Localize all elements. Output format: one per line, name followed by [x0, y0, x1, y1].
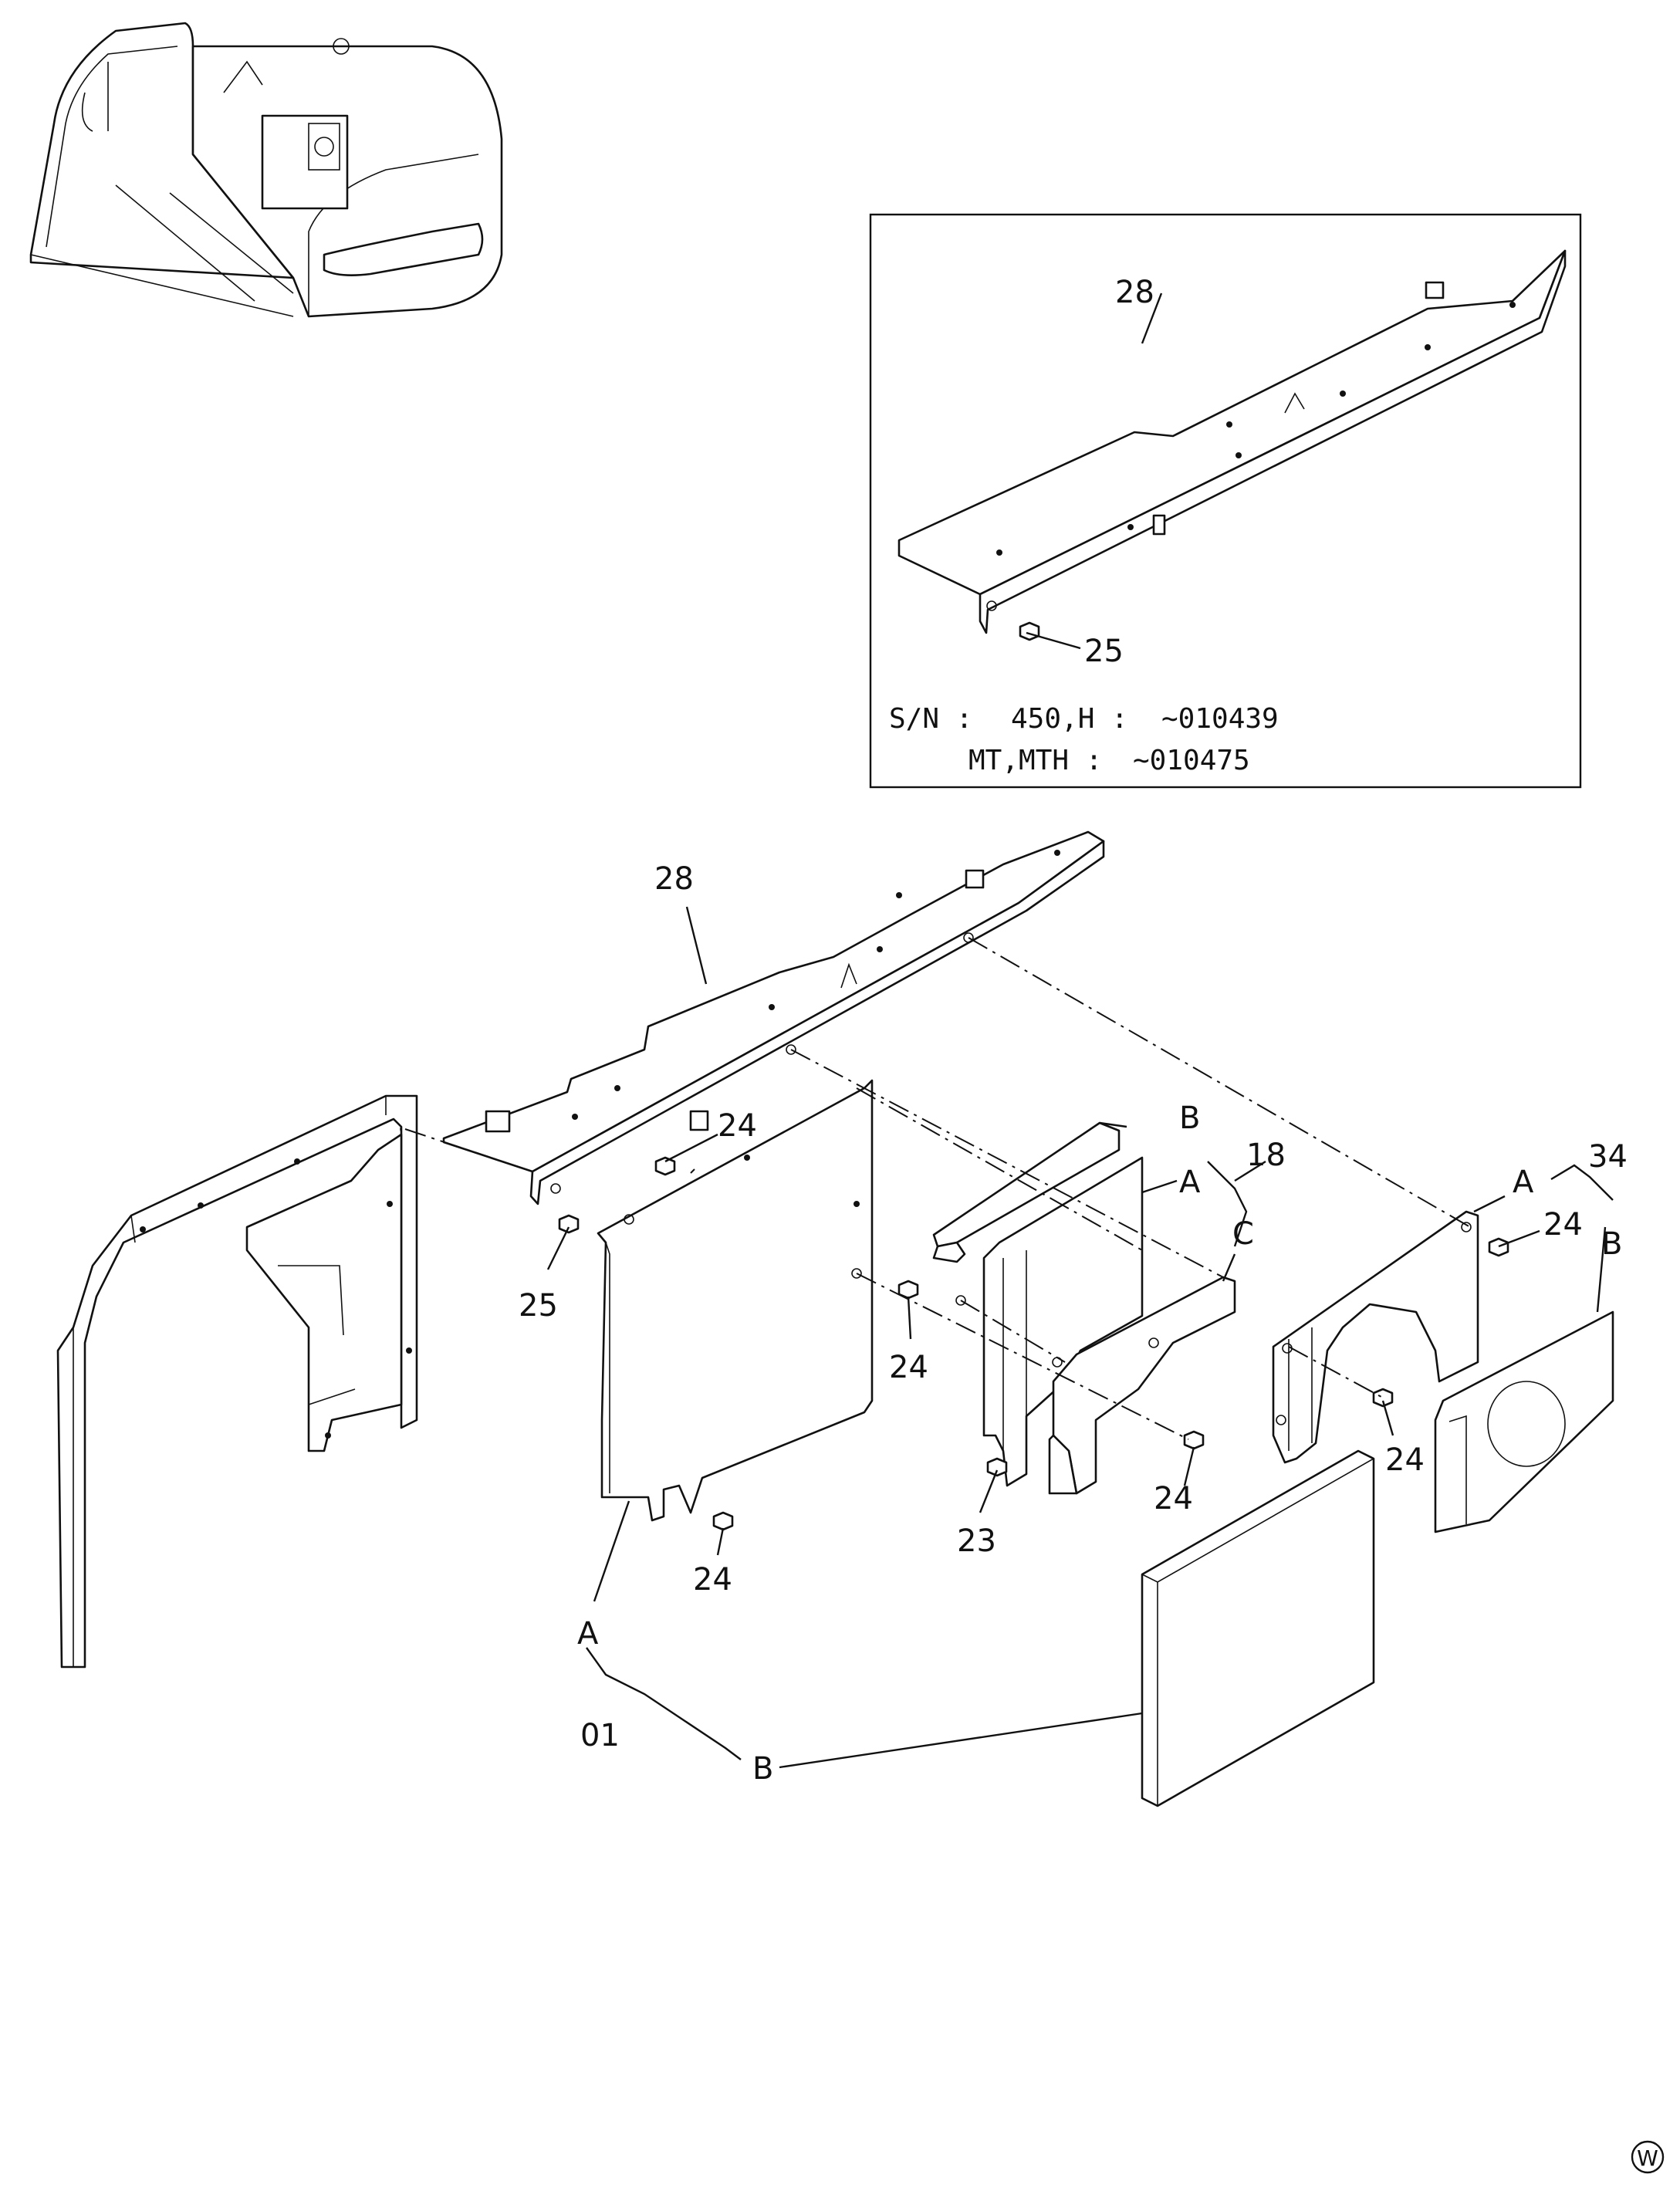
callout-23: 23	[957, 1523, 996, 1559]
bolt-24-a	[654, 1156, 676, 1176]
inset-variant-box: 28 25 S/N : 450,H : ∼010439 MT,MTH : ∼01…	[869, 213, 1582, 789]
serial-prefix: S/N :	[889, 703, 972, 735]
main-part-28-channel: 28	[400, 830, 1105, 1205]
callout-25: 25	[519, 1288, 558, 1324]
leader-lines	[546, 1121, 1614, 1769]
corner-mark-letter: W	[1637, 2145, 1658, 2171]
corner-mark: W	[1631, 2140, 1665, 2174]
bolt-24-f	[1372, 1388, 1394, 1408]
alignment-lines	[404, 937, 1471, 1440]
ref-a-18: A	[1179, 1165, 1201, 1200]
serial-model-1: 450,H :	[1011, 703, 1128, 735]
ref-b-34: B	[1601, 1226, 1622, 1262]
callout-24-f: 24	[1385, 1442, 1425, 1478]
callout-24-a: 24	[718, 1108, 757, 1144]
pad-01-b	[1141, 1449, 1375, 1807]
inset-callout-28: 28	[1115, 275, 1154, 310]
bolt-23	[986, 1457, 1008, 1477]
callout-labels: 24 25 24 24 23 24 24 24 18 34 01 B A C A…	[519, 1101, 1628, 1787]
main-callout-28: 28	[654, 861, 694, 897]
ref-a-34: A	[1513, 1165, 1534, 1200]
bolt-24-c	[712, 1511, 734, 1531]
callout-24-b: 24	[889, 1350, 928, 1385]
callout-34: 34	[1588, 1139, 1628, 1175]
bolt-24-e	[1488, 1237, 1509, 1257]
ref-a-01: A	[577, 1616, 599, 1652]
serial-range-1: ∼010439	[1161, 703, 1279, 735]
ref-b-18: B	[1179, 1101, 1200, 1136]
ref-b-01: B	[752, 1751, 773, 1787]
cab-frame	[56, 1094, 418, 1669]
callout-24-d: 24	[1154, 1481, 1193, 1516]
callout-24-c: 24	[693, 1562, 732, 1598]
panel-01-plate	[550, 1079, 874, 1522]
serial-model-2: MT,MTH :	[968, 745, 1102, 776]
part-34-assembly	[1272, 1210, 1614, 1533]
serial-range-2: ∼010475	[1133, 745, 1250, 776]
ref-c-18: C	[1232, 1216, 1254, 1252]
inset-part-28-plate	[897, 249, 1567, 596]
callout-24-e: 24	[1543, 1207, 1583, 1243]
excavator-thumbnail	[29, 22, 503, 318]
inset-callout-25: 25	[1084, 634, 1124, 669]
inset-bolt-25	[1019, 621, 1040, 641]
callout-01: 01	[580, 1718, 620, 1753]
bolt-24-d	[1183, 1430, 1205, 1450]
bolt-25	[558, 1214, 580, 1234]
callout-18: 18	[1246, 1138, 1286, 1173]
